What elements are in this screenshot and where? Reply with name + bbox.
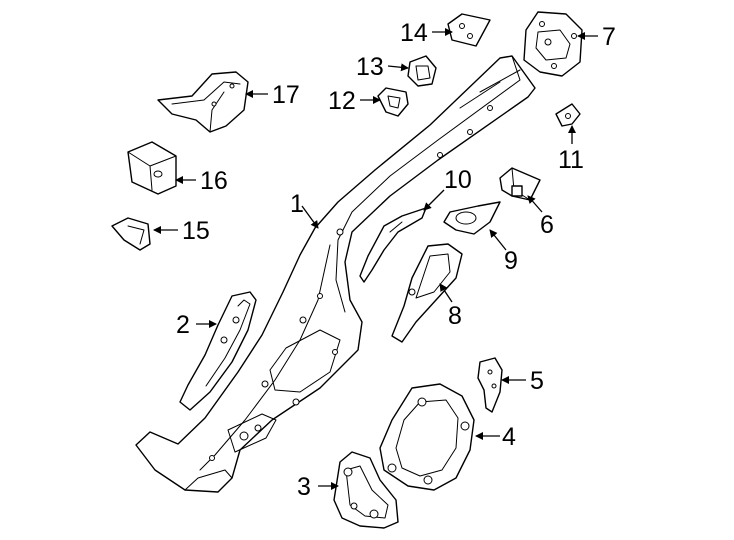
leader-6 — [527, 195, 543, 213]
part-1-side-rail — [135, 55, 536, 493]
callout-14: 14 — [400, 19, 428, 47]
callout-12: 12 — [328, 87, 356, 115]
part-9-cover — [443, 201, 501, 235]
leader-9 — [489, 229, 507, 251]
leader-10 — [423, 189, 445, 211]
callout-3: 3 — [297, 473, 311, 501]
callout-16: 16 — [200, 167, 228, 195]
part-4-floor-panel — [379, 383, 475, 491]
callout-9: 9 — [504, 247, 518, 275]
part-8-bracket — [391, 243, 463, 343]
leader-1 — [301, 205, 319, 229]
callout-5: 5 — [530, 367, 544, 395]
callout-15: 15 — [182, 217, 210, 245]
leader-8 — [439, 283, 453, 303]
part-16-bracket — [127, 141, 177, 195]
part-14-plate — [447, 13, 491, 47]
callout-8: 8 — [448, 302, 462, 330]
callout-6: 6 — [540, 211, 554, 239]
part-17-bracket — [157, 71, 249, 133]
part-2-bracket — [179, 291, 257, 411]
part-5-bracket — [477, 357, 503, 413]
leader-lines — [153, 28, 598, 490]
part-3-bracket — [333, 451, 399, 529]
part-11-clip — [555, 103, 581, 127]
callout-10: 10 — [444, 166, 472, 194]
callout-7: 7 — [602, 23, 616, 51]
callout-1: 1 — [290, 190, 304, 218]
part-10-reinforcement — [359, 207, 427, 283]
part-12-clip — [377, 87, 409, 117]
part-7-mount — [523, 11, 583, 77]
callout-17: 17 — [272, 81, 300, 109]
callout-11: 11 — [558, 146, 584, 174]
callout-4: 4 — [502, 423, 516, 451]
part-15-clip — [111, 217, 151, 251]
callout-labels: 1 2 3 4 5 6 7 8 9 10 11 12 13 14 15 16 1… — [176, 19, 616, 501]
part-6-bracket — [499, 167, 541, 201]
leader-13 — [387, 63, 409, 72]
callout-13: 13 — [356, 53, 384, 81]
callout-2: 2 — [176, 311, 190, 339]
part-13-nut — [407, 55, 437, 87]
